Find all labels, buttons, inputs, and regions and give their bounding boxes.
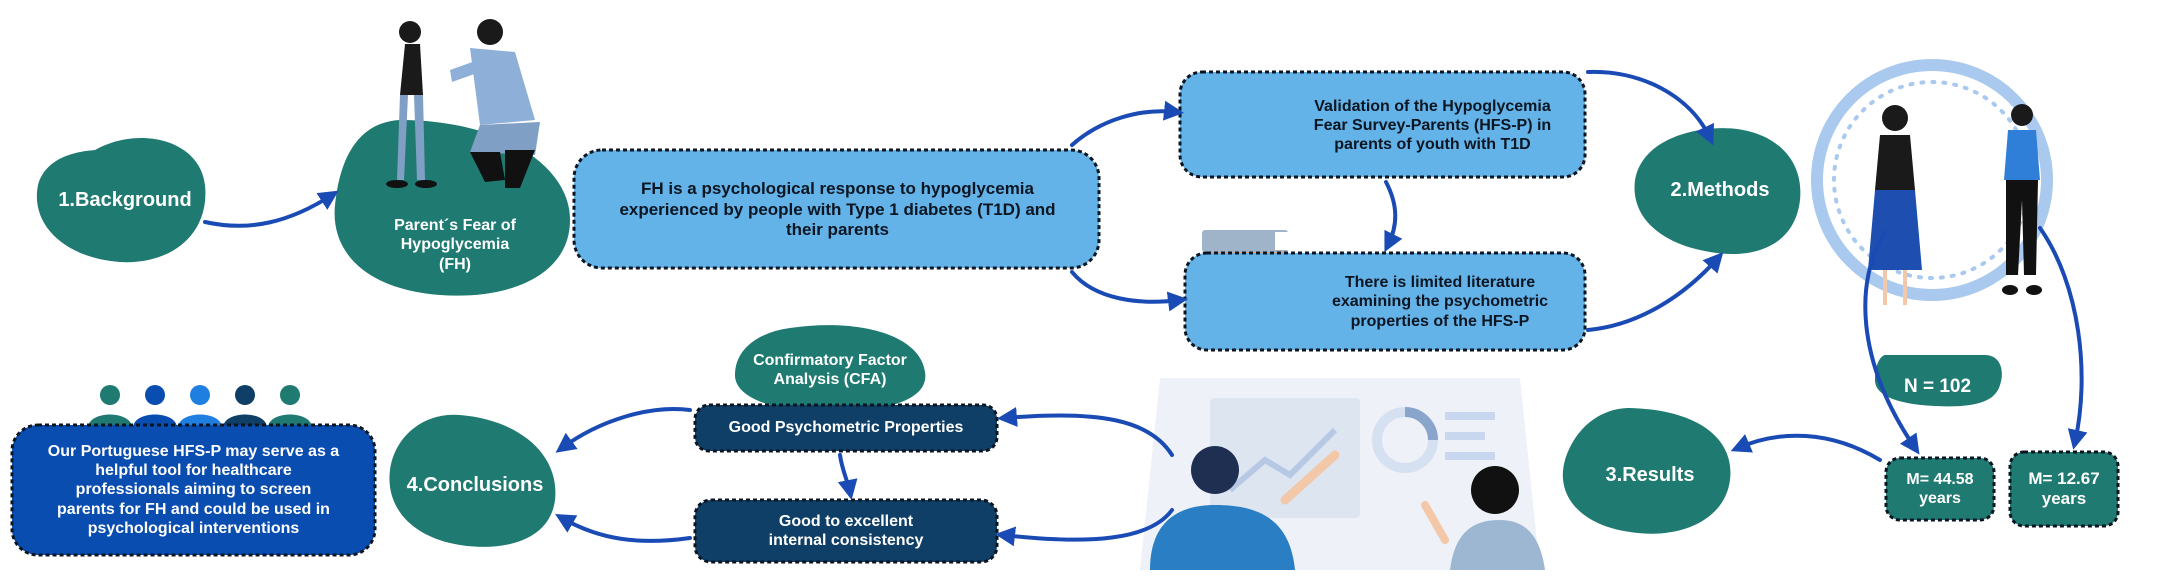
consistency-text: Good to excellent internal consistency xyxy=(768,512,924,549)
youth-age: M= 12.67 years xyxy=(2028,468,2100,508)
parent-child-illustration xyxy=(386,19,540,188)
results-title: Results xyxy=(1622,464,1695,486)
definition-text: FH is a psychological response to hypogl… xyxy=(619,179,1056,240)
conclusions-box xyxy=(10,423,377,557)
arrow-psychometric-to-conclusions xyxy=(555,407,692,453)
conclusions-blob xyxy=(389,414,556,547)
sample-people-illustration xyxy=(1868,104,2042,305)
youth-age-badge xyxy=(2008,450,2120,528)
arrow-definition-to-aim xyxy=(1070,100,1184,147)
arrow-psychometric-to-consistency xyxy=(837,453,858,500)
background-title: Background xyxy=(75,189,192,211)
arrow-aim-to-methods xyxy=(1586,69,1714,146)
cfa-blob xyxy=(735,325,926,412)
team-icon xyxy=(88,385,312,428)
background-node: 1. Background xyxy=(45,165,205,235)
conclusions-number: 4. xyxy=(406,474,424,496)
methods-blob xyxy=(1634,128,1801,255)
cfa-label: Confirmatory Factor Analysis (CFA) xyxy=(753,351,907,388)
aim-box xyxy=(1178,70,1587,179)
arrow-sample-to-youth-age xyxy=(2038,226,2088,450)
arrow-gap-to-methods xyxy=(1586,252,1724,332)
methods-node: 2. Methods xyxy=(1645,155,1795,225)
fear-label: Parent´s Fear of Hypoglycemia (FH) xyxy=(394,217,516,273)
gap-box xyxy=(1183,251,1587,352)
parents-age: M= 44.58 years xyxy=(1906,470,1974,507)
psychometric-text: Good Psychometric Properties xyxy=(728,419,964,437)
definition-box xyxy=(572,148,1101,270)
presentation-illustration xyxy=(1140,378,1545,570)
arrow-age-to-results xyxy=(1730,433,1882,462)
background-blob xyxy=(36,137,206,263)
parents-age-badge xyxy=(1884,456,1996,522)
methods-title: Methods xyxy=(1687,179,1770,201)
aim-text: Validation of the Hypoglycemia Fear Surv… xyxy=(1313,97,1552,154)
results-number: 3. xyxy=(1605,464,1623,486)
results-node: 3. Results xyxy=(1570,440,1730,510)
conclusions-text: Our Portuguese HFS-P may serve as a help… xyxy=(47,443,340,537)
arrow-definition-to-gap xyxy=(1070,270,1188,312)
arrow-aim-to-gap xyxy=(1384,180,1403,253)
gap-text: There is limited literature examining th… xyxy=(1331,274,1549,330)
conclusions-title: Conclusions xyxy=(423,474,544,496)
arrow-presentation-to-psychometric xyxy=(997,407,1174,457)
results-blob xyxy=(1562,408,1731,534)
sample-n-badge xyxy=(1875,355,2002,407)
background-number: 1. xyxy=(58,189,75,211)
psychometric-box xyxy=(693,403,999,453)
arrow-background-to-fear xyxy=(203,190,339,228)
methods-number: 2. xyxy=(1670,179,1688,201)
arrow-presentation-to-consistency xyxy=(995,508,1174,547)
arrow-consistency-to-conclusions xyxy=(555,513,692,543)
sample-size: N = 102 xyxy=(1903,375,1972,397)
arrow-sample-to-parents-age xyxy=(1863,230,1920,455)
conclusions-node: 4. Conclusions xyxy=(395,450,555,520)
